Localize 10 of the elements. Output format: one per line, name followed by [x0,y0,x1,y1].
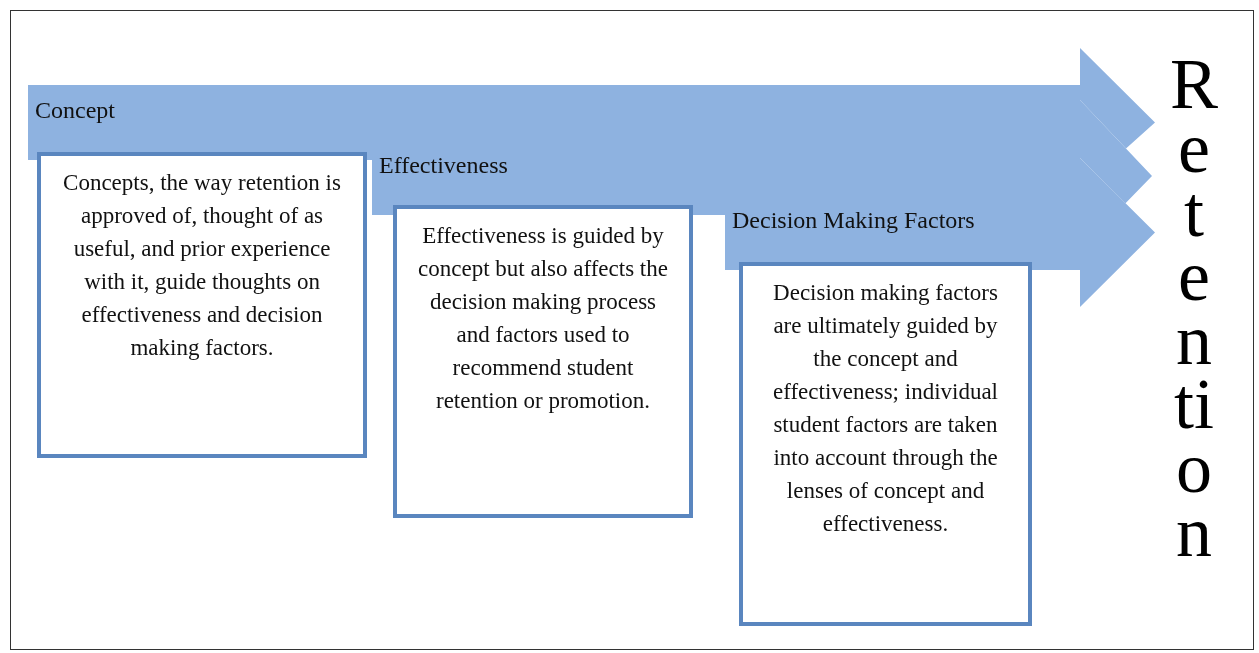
box-text: Effectiveness is guided by concept but also affects the decision making process and factors used to recommend student retention or promotion. [417,222,669,415]
box-text: Decision making factors are ultimately guided by the concept and effectiveness; individual student factors are taken into account through the lenses of concept and effectiveness. [771,279,999,538]
box-text: Concepts, the way retention is approved of, thought of as useful, and prior experience with it, guide thoughts on effectiveness and decision making factors. [62,169,342,362]
text-box [739,262,1032,626]
band-label: Decision Making Factors [732,207,975,234]
text-box [393,205,693,518]
band-label: Effectiveness [379,152,508,179]
band-label: Concept [35,97,115,124]
text-box [37,152,367,458]
vertical-title: Retention [1170,52,1219,564]
